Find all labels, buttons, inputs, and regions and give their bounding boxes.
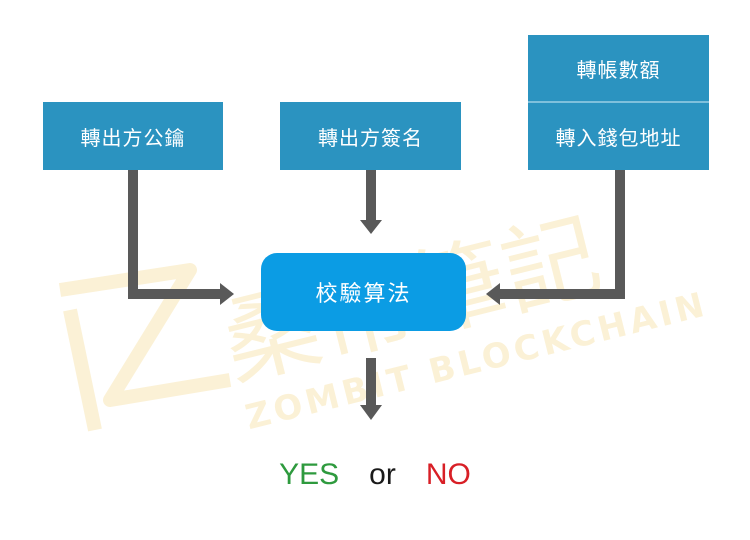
arrowhead-public-key — [220, 283, 234, 305]
arrowhead-signature — [360, 220, 382, 234]
node-public-key-label: 轉出方公鑰 — [80, 125, 186, 150]
node-verify: 校驗算法 — [261, 253, 466, 331]
node-signature: 轉出方簽名 — [280, 102, 461, 170]
node-divider — [528, 101, 709, 103]
node-signature-label: 轉出方簽名 — [318, 125, 423, 150]
node-address-label: 轉入錢包地址 — [555, 126, 682, 150]
node-amount: 轉帳數額 — [528, 35, 709, 102]
result-line: YES or NO — [0, 458, 750, 492]
arrow-public-key — [128, 170, 220, 299]
result-yes: YES — [279, 458, 340, 491]
node-public-key: 轉出方公鑰 — [43, 102, 223, 170]
arrow-address — [500, 170, 625, 299]
node-amount-label: 轉帳數額 — [576, 58, 661, 82]
arrowhead-result — [360, 405, 382, 420]
arrowhead-address — [486, 283, 500, 305]
result-or: or — [369, 458, 396, 491]
node-address: 轉入錢包地址 — [528, 103, 709, 170]
node-verify-label: 校驗算法 — [315, 282, 412, 307]
result-no: NO — [425, 458, 471, 491]
